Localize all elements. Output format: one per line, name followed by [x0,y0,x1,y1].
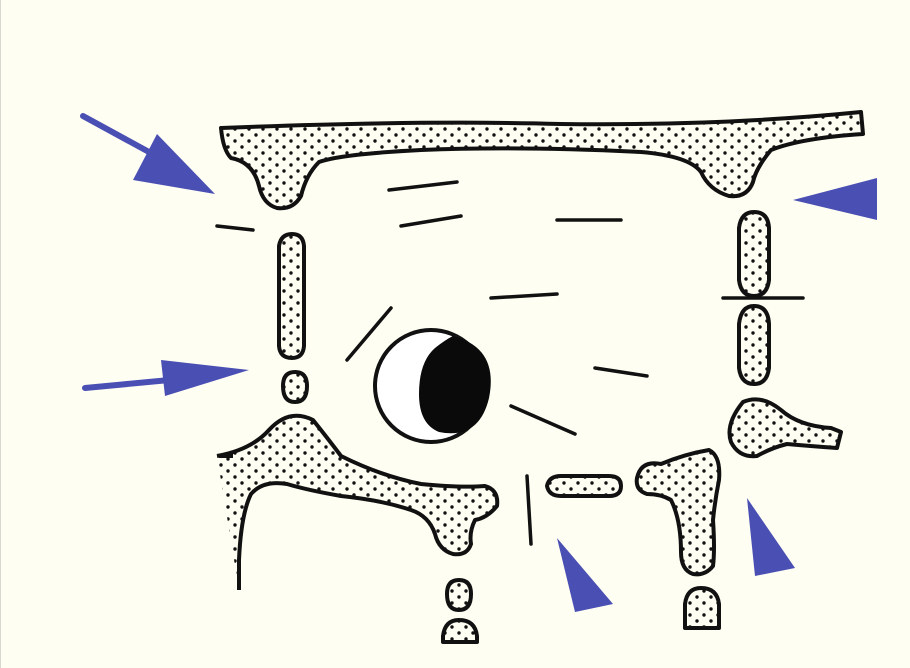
left-wall-node [283,372,307,402]
bottom-right-thickening [637,450,720,574]
microtubule-dash [491,294,557,298]
right-wall-branch [730,399,842,456]
arrowhead-icon [793,178,877,220]
microtubule-dash [389,182,457,190]
microtubule-dash [511,406,575,434]
top-wall-thickening [221,112,863,208]
microtubule-dash [401,216,461,226]
microtubule-dash [527,476,531,544]
nucleus [375,330,491,442]
arrow-icon [83,116,215,194]
microtubule-dash [217,226,253,230]
right-wall-segment-upper [739,212,769,296]
bottom-node-left-2 [443,620,477,642]
bottom-node-left-1 [447,580,471,610]
bottom-wall-segment [547,476,621,496]
arrow-icon [85,360,249,396]
arrowhead-icon [557,538,613,612]
left-wall-segment [279,234,304,358]
bottom-node-right [685,588,719,628]
bottom-wall-thickening [217,416,497,590]
microtubule-dash [595,368,647,376]
right-wall-segment-middle [739,306,769,384]
arrowhead-icon [747,498,795,576]
